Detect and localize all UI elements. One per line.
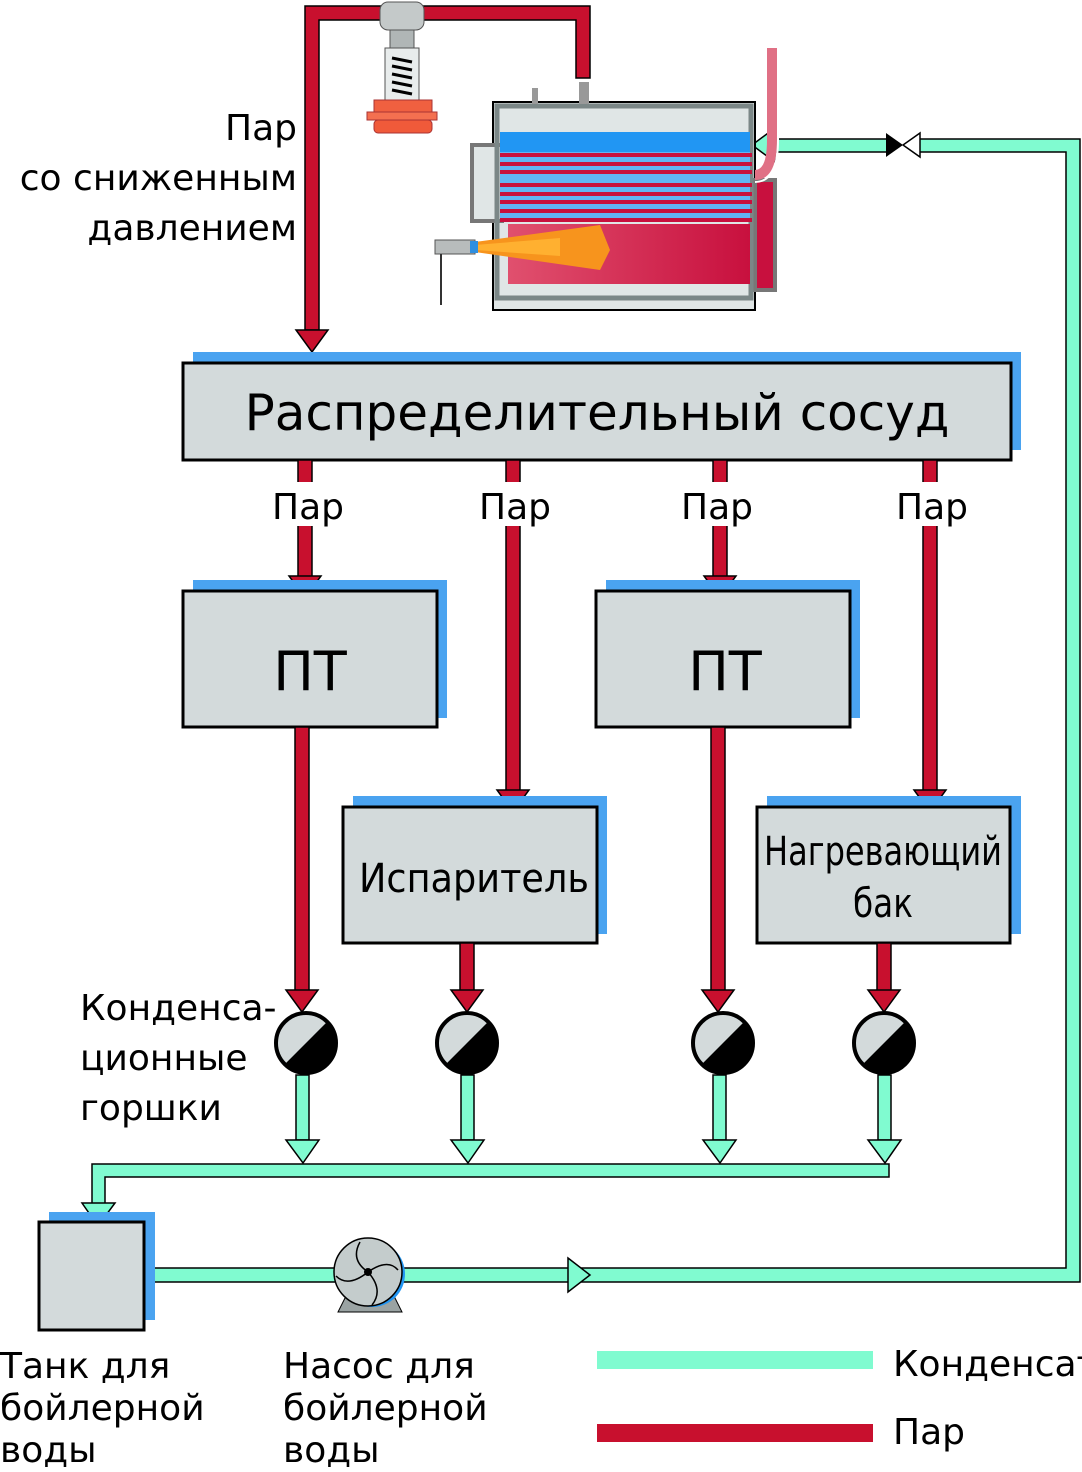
legend-label-steam: Пар [893, 1412, 965, 1453]
heat-exchanger-2-label: ПТ [688, 640, 763, 703]
feed-pump-label-2: бойлерной [283, 1388, 488, 1429]
heating-tank-label-2: бак [853, 881, 913, 927]
distribution-vessel-label: Распределительный сосуд [245, 384, 950, 442]
legend: Конденсат Пар [597, 1344, 1082, 1453]
feed-tank-label-3: воды [0, 1430, 97, 1471]
feed-tank-label-2: бойлерной [0, 1388, 205, 1429]
evaporator: Испаритель [341, 796, 607, 945]
drain-pipes [284, 726, 902, 1014]
pressure-reducing-valve-icon [366, 1, 438, 134]
feed-pump-label: Насос для бойлерной воды [283, 1346, 488, 1471]
steam-traps-label-2: ционные [80, 1038, 248, 1079]
steam-trap-icon [274, 1011, 338, 1075]
steam-trap-icon [852, 1011, 916, 1075]
legend-swatch-steam [597, 1424, 873, 1442]
boiler-icon [434, 48, 779, 311]
heat-exchanger-1: ПТ [181, 580, 447, 729]
distribution-vessel: Распределительный сосуд [181, 352, 1021, 462]
steam-trap-icon [691, 1011, 755, 1075]
steam-label-1: Пар [272, 487, 344, 528]
feed-tank-label-1: Танк для [0, 1346, 170, 1387]
main-steam-pipe [294, 5, 591, 354]
pump-icon [333, 1237, 405, 1313]
steam-traps-label-1: Конденса- [80, 988, 277, 1029]
heating-tank: Нагревающий бак [755, 796, 1021, 945]
feed-tank [37, 1212, 155, 1332]
steam-trap-icon [435, 1011, 499, 1075]
flow-arrow [567, 1256, 592, 1294]
reduced-pressure-label-2: со сниженным [20, 158, 297, 199]
feed-pump-label-3: воды [283, 1430, 380, 1471]
legend-label-condensate: Конденсат [893, 1344, 1082, 1385]
steam-label-2: Пар [479, 487, 551, 528]
heat-exchanger-2: ПТ [594, 580, 860, 729]
burner-icon [434, 225, 610, 305]
steam-label-4: Пар [896, 487, 968, 528]
legend-swatch-condensate [597, 1351, 873, 1369]
reduced-pressure-label-1: Пар [225, 108, 297, 149]
check-valve-icon [886, 131, 921, 159]
heat-exchanger-1-label: ПТ [273, 640, 348, 703]
evaporator-label: Испаритель [359, 856, 589, 902]
feed-tank-label: Танк для бойлерной воды [0, 1346, 205, 1471]
steam-traps-label-3: горшки [80, 1088, 222, 1129]
feed-pump-label-1: Насос для [283, 1346, 475, 1387]
steam-label-3: Пар [681, 487, 753, 528]
heating-tank-label-1: Нагревающий [764, 829, 1002, 875]
reduced-pressure-label-3: давлением [87, 208, 297, 249]
